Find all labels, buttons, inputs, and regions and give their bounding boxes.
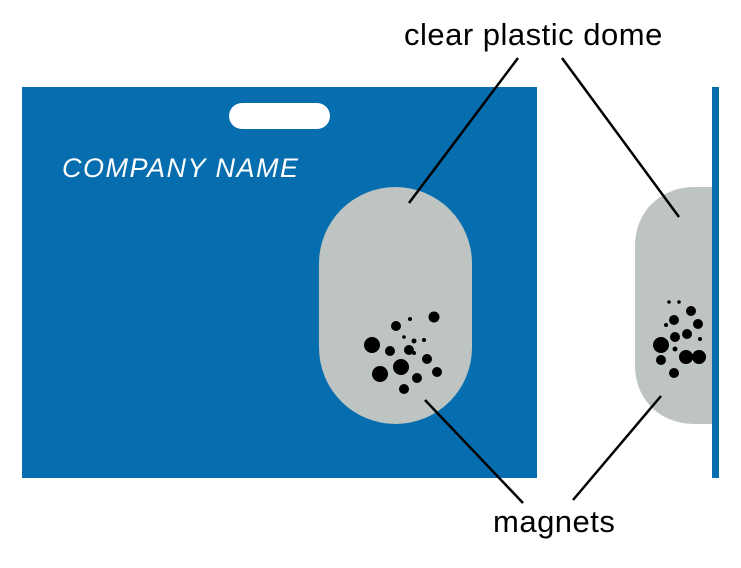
- magnet: [385, 346, 395, 356]
- magnets-cluster-side: [653, 300, 706, 378]
- magnets-callout-label: magnets: [493, 504, 616, 539]
- magnet: [667, 300, 671, 304]
- lanyard-slot: [229, 103, 330, 129]
- magnets-leader-front: [424, 399, 524, 504]
- magnet: [393, 359, 409, 375]
- magnet: [664, 323, 668, 327]
- magnet: [391, 321, 401, 331]
- dome-leader-front: [408, 57, 519, 204]
- magnet: [693, 319, 703, 329]
- magnet: [698, 337, 702, 341]
- magnet: [682, 329, 692, 339]
- company-name: COMPANY NAME: [62, 153, 300, 183]
- badge-card-side: [712, 87, 719, 478]
- magnets-cluster-front: [364, 311, 442, 394]
- magnet: [672, 346, 678, 352]
- magnet: [679, 350, 693, 364]
- magnet: [411, 338, 417, 344]
- magnet: [364, 337, 380, 353]
- magnet: [428, 311, 440, 323]
- plastic-dome-side: [635, 187, 712, 424]
- magnet: [669, 368, 679, 378]
- magnet: [692, 350, 706, 364]
- magnet: [422, 338, 426, 342]
- magnet: [669, 315, 679, 325]
- magnet: [402, 335, 406, 339]
- magnet: [412, 351, 416, 355]
- magnet: [399, 384, 409, 394]
- magnet: [686, 306, 696, 316]
- leader-lines: [408, 57, 681, 504]
- magnet: [653, 337, 669, 353]
- magnet: [432, 367, 442, 377]
- dome-callout-label: clear plastic dome: [404, 17, 663, 52]
- magnet: [408, 317, 412, 321]
- dome-leader-side: [560, 57, 681, 218]
- magnet: [677, 300, 681, 304]
- magnet: [404, 345, 414, 355]
- plastic-dome-front: [319, 187, 472, 424]
- magnet: [372, 366, 388, 382]
- magnet: [422, 354, 432, 364]
- magnets-leader-side: [572, 395, 662, 501]
- magnet: [412, 373, 422, 383]
- magnet: [656, 355, 666, 365]
- magnet: [670, 332, 680, 342]
